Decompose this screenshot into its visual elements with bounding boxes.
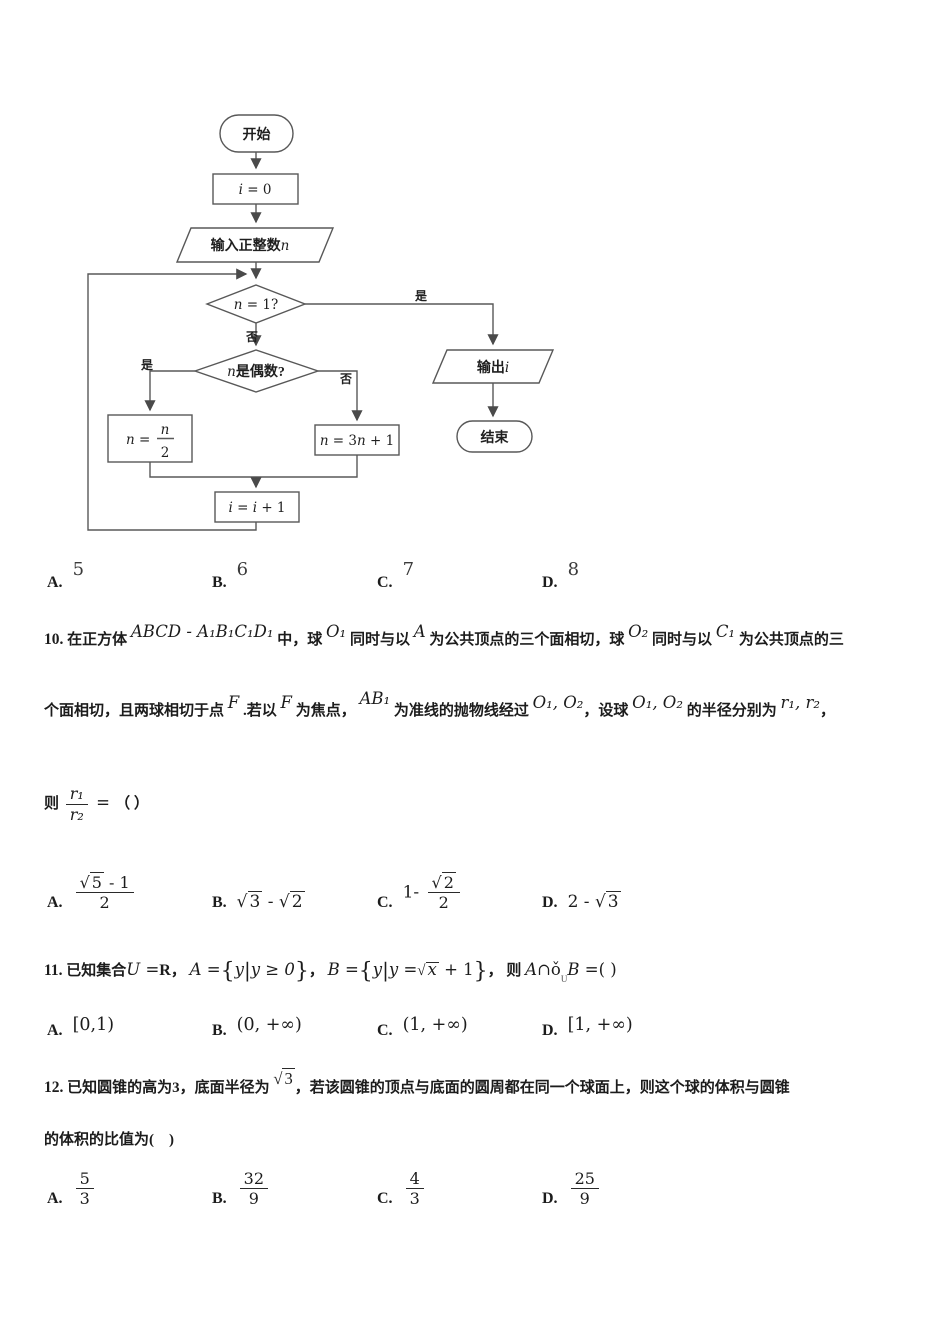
cond2-no-label: 否 (339, 372, 352, 386)
q12-option-c-label: C. (377, 1190, 393, 1207)
half-lhs: n = (126, 432, 150, 448)
triple-node: n = 3n + 1 (314, 424, 400, 456)
q10-option-c-label: C. (377, 894, 393, 911)
q11-option-a-label: A. (47, 1022, 63, 1039)
join-line (149, 455, 358, 478)
init-node: i = 0 (212, 173, 299, 205)
q10-line2: 个面相切，且两球相切于点 F .若以 F 为焦点， AB₁ 为准线的抛物线经过 … (44, 689, 835, 719)
cond1-yes-label: 是 (414, 289, 428, 303)
inc-label: i = i + 1 (228, 500, 285, 516)
output-label: 输出i (477, 359, 509, 376)
q9-option-a-value: 5 (72, 559, 85, 580)
q11-option-a-value: [0,1) (72, 1015, 115, 1035)
q10-option-d: D. 2 - √3 (542, 856, 621, 912)
q11-option-d-value: [1, +∞) (567, 1015, 633, 1035)
cond1-label: n = 1? (234, 297, 278, 313)
cond2-yes-line (144, 370, 195, 412)
input-label: 输入正整数n (211, 237, 290, 254)
q9-option-c-label: C. (377, 574, 393, 591)
cond2-no-line (318, 370, 363, 422)
output-node: 输出i (431, 349, 555, 384)
q12-option-b-label: B. (212, 1190, 227, 1207)
q9-option-b-label: B. (212, 574, 227, 591)
half-node: n = n 2 (107, 414, 193, 463)
q12-line1: 12. 已知圆锥的高为3，底面半径为 √3，若该圆锥的顶点与底面的圆周都在同一个… (44, 1068, 790, 1096)
q11-option-c-value: (1, +∞) (402, 1015, 468, 1035)
q10-option-d-label: D. (542, 894, 558, 911)
half-denominator: 2 (161, 445, 170, 461)
q9-option-a: A. 5 (47, 558, 84, 592)
triple-label: n = 3n + 1 (320, 433, 394, 449)
q12-option-d-label: D. (542, 1190, 558, 1207)
q11-option-d-label: D. (542, 1022, 558, 1039)
start-label: 开始 (243, 126, 271, 143)
end-node: 结束 (456, 420, 533, 453)
start-node: 开始 (219, 114, 294, 153)
q9-option-d: D. 8 (542, 558, 579, 592)
cond1-no-label: 否 (245, 330, 258, 344)
q11-option-b: B. (0, +∞) (212, 1006, 302, 1040)
cond2-yes-label: 是 (140, 358, 154, 372)
inc-node: i = i + 1 (214, 491, 300, 523)
q9-option-c-value: 7 (402, 559, 415, 580)
q9-option-d-value: 8 (567, 559, 580, 580)
end-label: 结束 (481, 429, 510, 446)
q11-option-c: C. (1, +∞) (377, 1006, 468, 1040)
q10-option-a-label: A. (47, 894, 63, 911)
q9-option-d-label: D. (542, 574, 558, 591)
cond2-label: n是偶数? (227, 363, 285, 380)
q10-line1: 10. 在正方体 ABCD - A₁B₁C₁D₁ 中，球 O₁ 同时与以 A 为… (44, 622, 844, 648)
loop-line (87, 268, 257, 531)
init-label: i = 0 (239, 182, 272, 198)
q11-option-b-value: (0, +∞) (236, 1015, 302, 1035)
q11-option-c-label: C. (377, 1022, 393, 1039)
q10-option-d-value: 2 - √3 (567, 891, 621, 912)
half-numerator: n (161, 422, 170, 438)
q11-option-d: D. [1, +∞) (542, 1006, 633, 1040)
input-node: 输入正整数n (175, 227, 335, 263)
q12-line2: 的体积的比值为( ) (44, 1132, 174, 1148)
q10-option-b-value: √3 - √2 (236, 891, 305, 912)
q10-option-b: B. √3 - √2 (212, 856, 305, 912)
yes-branch-line (305, 303, 499, 346)
q10-option-b-label: B. (212, 894, 227, 911)
q9-option-a-label: A. (47, 574, 63, 591)
q9-option-c: C. 7 (377, 558, 414, 592)
q9-option-b-value: 6 (236, 559, 249, 580)
cond1-node: n = 1? (205, 284, 307, 324)
q11-option-b-label: B. (212, 1022, 227, 1039)
q9-option-b: B. 6 (212, 558, 248, 592)
q11-option-a: A. [0,1) (47, 1006, 114, 1040)
q11-line: 11. 已知集合U =R， A ={y|y ≥ 0}， B ={y|y =√x … (44, 958, 617, 984)
q12-option-a-label: A. (47, 1190, 63, 1207)
flowchart: 开始 i = 0 输入正整数n n = 1? 否 是 输出i 结束 n是偶数? (87, 114, 555, 531)
cond2-node: n是偶数? (192, 349, 321, 393)
